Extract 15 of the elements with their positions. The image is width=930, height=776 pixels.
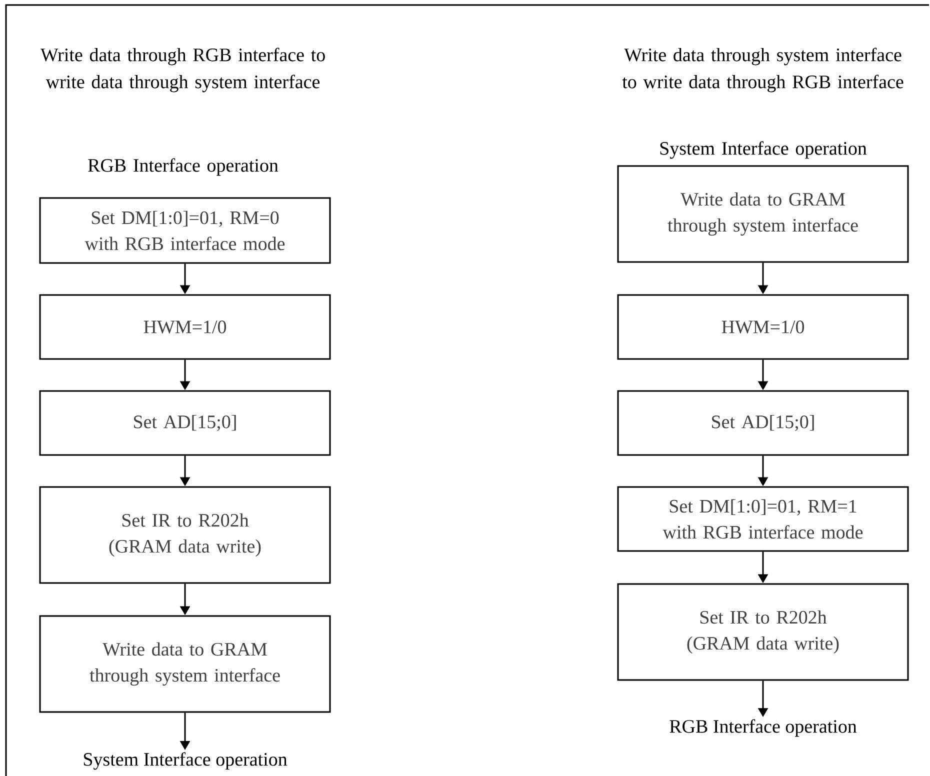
panel-heading: Write data through RGB interface to write data through system interface [40,48,325,92]
process-box: HWM=1/0 [617,294,909,360]
process-box: Set DM[1:0]=01, RM=0 with RGB interface mode [39,197,331,264]
process-box: Set DM[1:0]=01, RM=1 with RGB interface mode [617,486,909,552]
end-label: System Interface operation [84,752,288,770]
process-box: Set IR to R202h (GRAM data write) [39,486,331,584]
start-label: RGB Interface operation [88,158,278,176]
process-box: Write data to GRAM through system interface [39,615,331,713]
process-box: Set AD[15;0] [39,390,331,456]
process-box: Set AD[15;0] [617,390,909,456]
panel-heading: Write data through system interface to write data through RGB interface [622,48,904,92]
end-label: RGB Interface operation [670,719,857,737]
process-box: HWM=1/0 [39,294,331,360]
process-box: Write data to GRAM through system interface [617,165,909,263]
process-box: Set IR to R202h (GRAM data write) [617,583,909,681]
